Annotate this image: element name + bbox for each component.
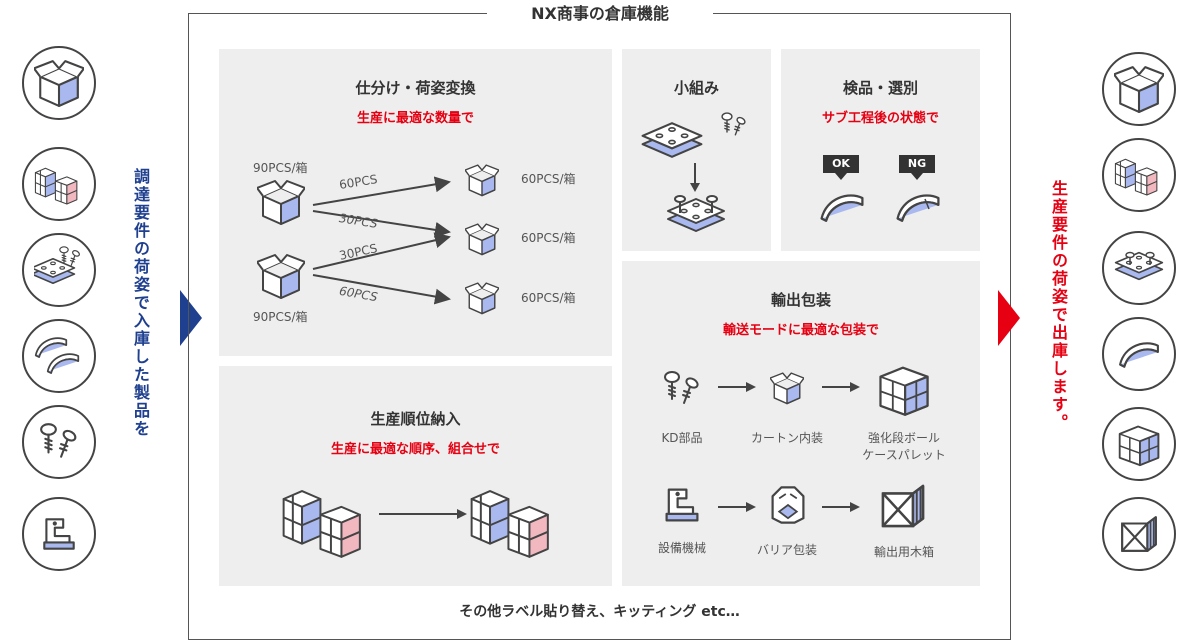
panel-sorting: 仕分け・荷姿変換 生産に最適な数量で 90PCS/箱 90PCS/箱 60PCS… — [219, 49, 612, 356]
down-arrow-icon — [690, 163, 700, 192]
left-caption: 調達要件の荷姿で入庫した製品を — [131, 168, 150, 438]
plates-screws-icon — [34, 246, 81, 285]
left-circle-box — [22, 46, 96, 120]
screws-icon — [40, 423, 79, 458]
out-label-2: 60PCS/箱 — [521, 231, 576, 245]
out-label-1: 60PCS/箱 — [521, 172, 576, 186]
stacked-cubes-icon — [34, 159, 84, 209]
left-circle-cubes — [22, 147, 96, 221]
curved-part-icon — [1119, 342, 1159, 368]
kd-parts-label: KD部品 — [661, 431, 703, 445]
curved-parts-icon — [34, 337, 80, 374]
right-caption: 生産要件の荷姿で出庫します。 — [1049, 180, 1068, 432]
box-icon — [465, 163, 499, 197]
barrier-pack-icon — [766, 483, 810, 527]
sorting-title: 仕分け・荷姿変換 — [355, 79, 476, 97]
right-circle-box — [1102, 52, 1176, 126]
in-label-1: 90PCS/箱 — [253, 161, 308, 175]
panel-sequence: 生産順位納入 生産に最適な順序、組合せで — [219, 366, 612, 586]
stacked-cubes-sorted-icon — [469, 480, 561, 560]
stacked-cubes-icon — [281, 480, 373, 560]
carton-icon — [770, 371, 804, 405]
in-label-2: 90PCS/箱 — [253, 310, 308, 324]
box-icon — [1114, 64, 1164, 114]
pallet-label-1: 強化段ボール — [867, 431, 940, 445]
page-title: NX商事の倉庫機能 — [487, 2, 713, 26]
inspection-title: 検品・選別 — [842, 79, 918, 97]
panel-subassembly: 小組み — [622, 49, 771, 251]
machine-icon — [43, 518, 75, 550]
left-circle-machine — [22, 497, 96, 571]
panel-export: 輸出包装 輸送モードに最適な包装で KD部品 カートン内装 強化段ボール ケース… — [622, 261, 980, 586]
tag-pointer — [911, 173, 923, 180]
inspection-subtitle: サブ工程後の状態で — [821, 111, 939, 126]
right-arrow-icon — [822, 502, 860, 512]
plates-icon — [640, 119, 704, 161]
pallet-icon — [876, 361, 932, 417]
carton-label: カートン内装 — [750, 431, 823, 445]
sequence-subtitle: 生産に最適な順序、組合せで — [330, 442, 500, 457]
right-chevron-blue-icon — [180, 290, 202, 346]
flow-arrows — [312, 176, 451, 305]
right-arrow-icon — [718, 502, 756, 512]
box-icon — [465, 281, 499, 315]
ok-tag: OK — [823, 155, 859, 173]
export-title: 輸出包装 — [770, 291, 831, 309]
box-icon — [465, 222, 499, 256]
sequence-title: 生産順位納入 — [370, 410, 461, 428]
left-circle-curved — [22, 319, 96, 393]
curved-part-ok-icon — [819, 189, 865, 223]
sorting-subtitle: 生産に最適な数量で — [356, 111, 474, 126]
pallet-label-2: ケースパレット — [862, 448, 946, 462]
assembled-plates-icon — [666, 195, 726, 233]
stacked-cubes-icon — [1114, 150, 1164, 200]
right-circle-crate — [1102, 497, 1176, 571]
right-chevron-red-icon — [998, 290, 1020, 346]
crate-label: 輸出用木箱 — [873, 545, 934, 559]
curved-part-ng-icon — [895, 189, 941, 223]
wooden-crate-icon — [1121, 516, 1157, 552]
right-arrow-icon — [718, 382, 756, 392]
right-circle-curved — [1102, 317, 1176, 391]
right-circle-pallet — [1102, 407, 1176, 481]
assembled-plates-icon — [1114, 251, 1164, 281]
screws-icon — [720, 111, 748, 139]
right-circle-plates — [1102, 231, 1176, 305]
box-icon — [34, 58, 84, 108]
machine-icon — [660, 483, 704, 527]
right-circle-cubes — [1102, 138, 1176, 212]
machine-label: 設備機械 — [657, 541, 706, 555]
barrier-label: バリア包装 — [756, 543, 817, 557]
pallet-icon — [1118, 425, 1160, 467]
tag-pointer — [835, 173, 847, 180]
export-subtitle: 輸送モードに最適な包装で — [722, 323, 879, 338]
subassembly-title: 小組み — [673, 79, 719, 97]
right-arrow-icon — [379, 509, 467, 519]
footer-note: その他ラベル貼り替え、キッティング etc… — [459, 604, 740, 620]
screws-icon — [662, 369, 702, 409]
wooden-crate-icon — [878, 481, 928, 531]
ng-tag: NG — [899, 155, 935, 173]
out-label-3: 60PCS/箱 — [521, 291, 576, 305]
panel-inspection: 検品・選別 サブ工程後の状態で OK NG — [781, 49, 980, 251]
left-circle-plates — [22, 233, 96, 307]
right-arrow-icon — [822, 382, 860, 392]
left-circle-screws — [22, 405, 96, 479]
